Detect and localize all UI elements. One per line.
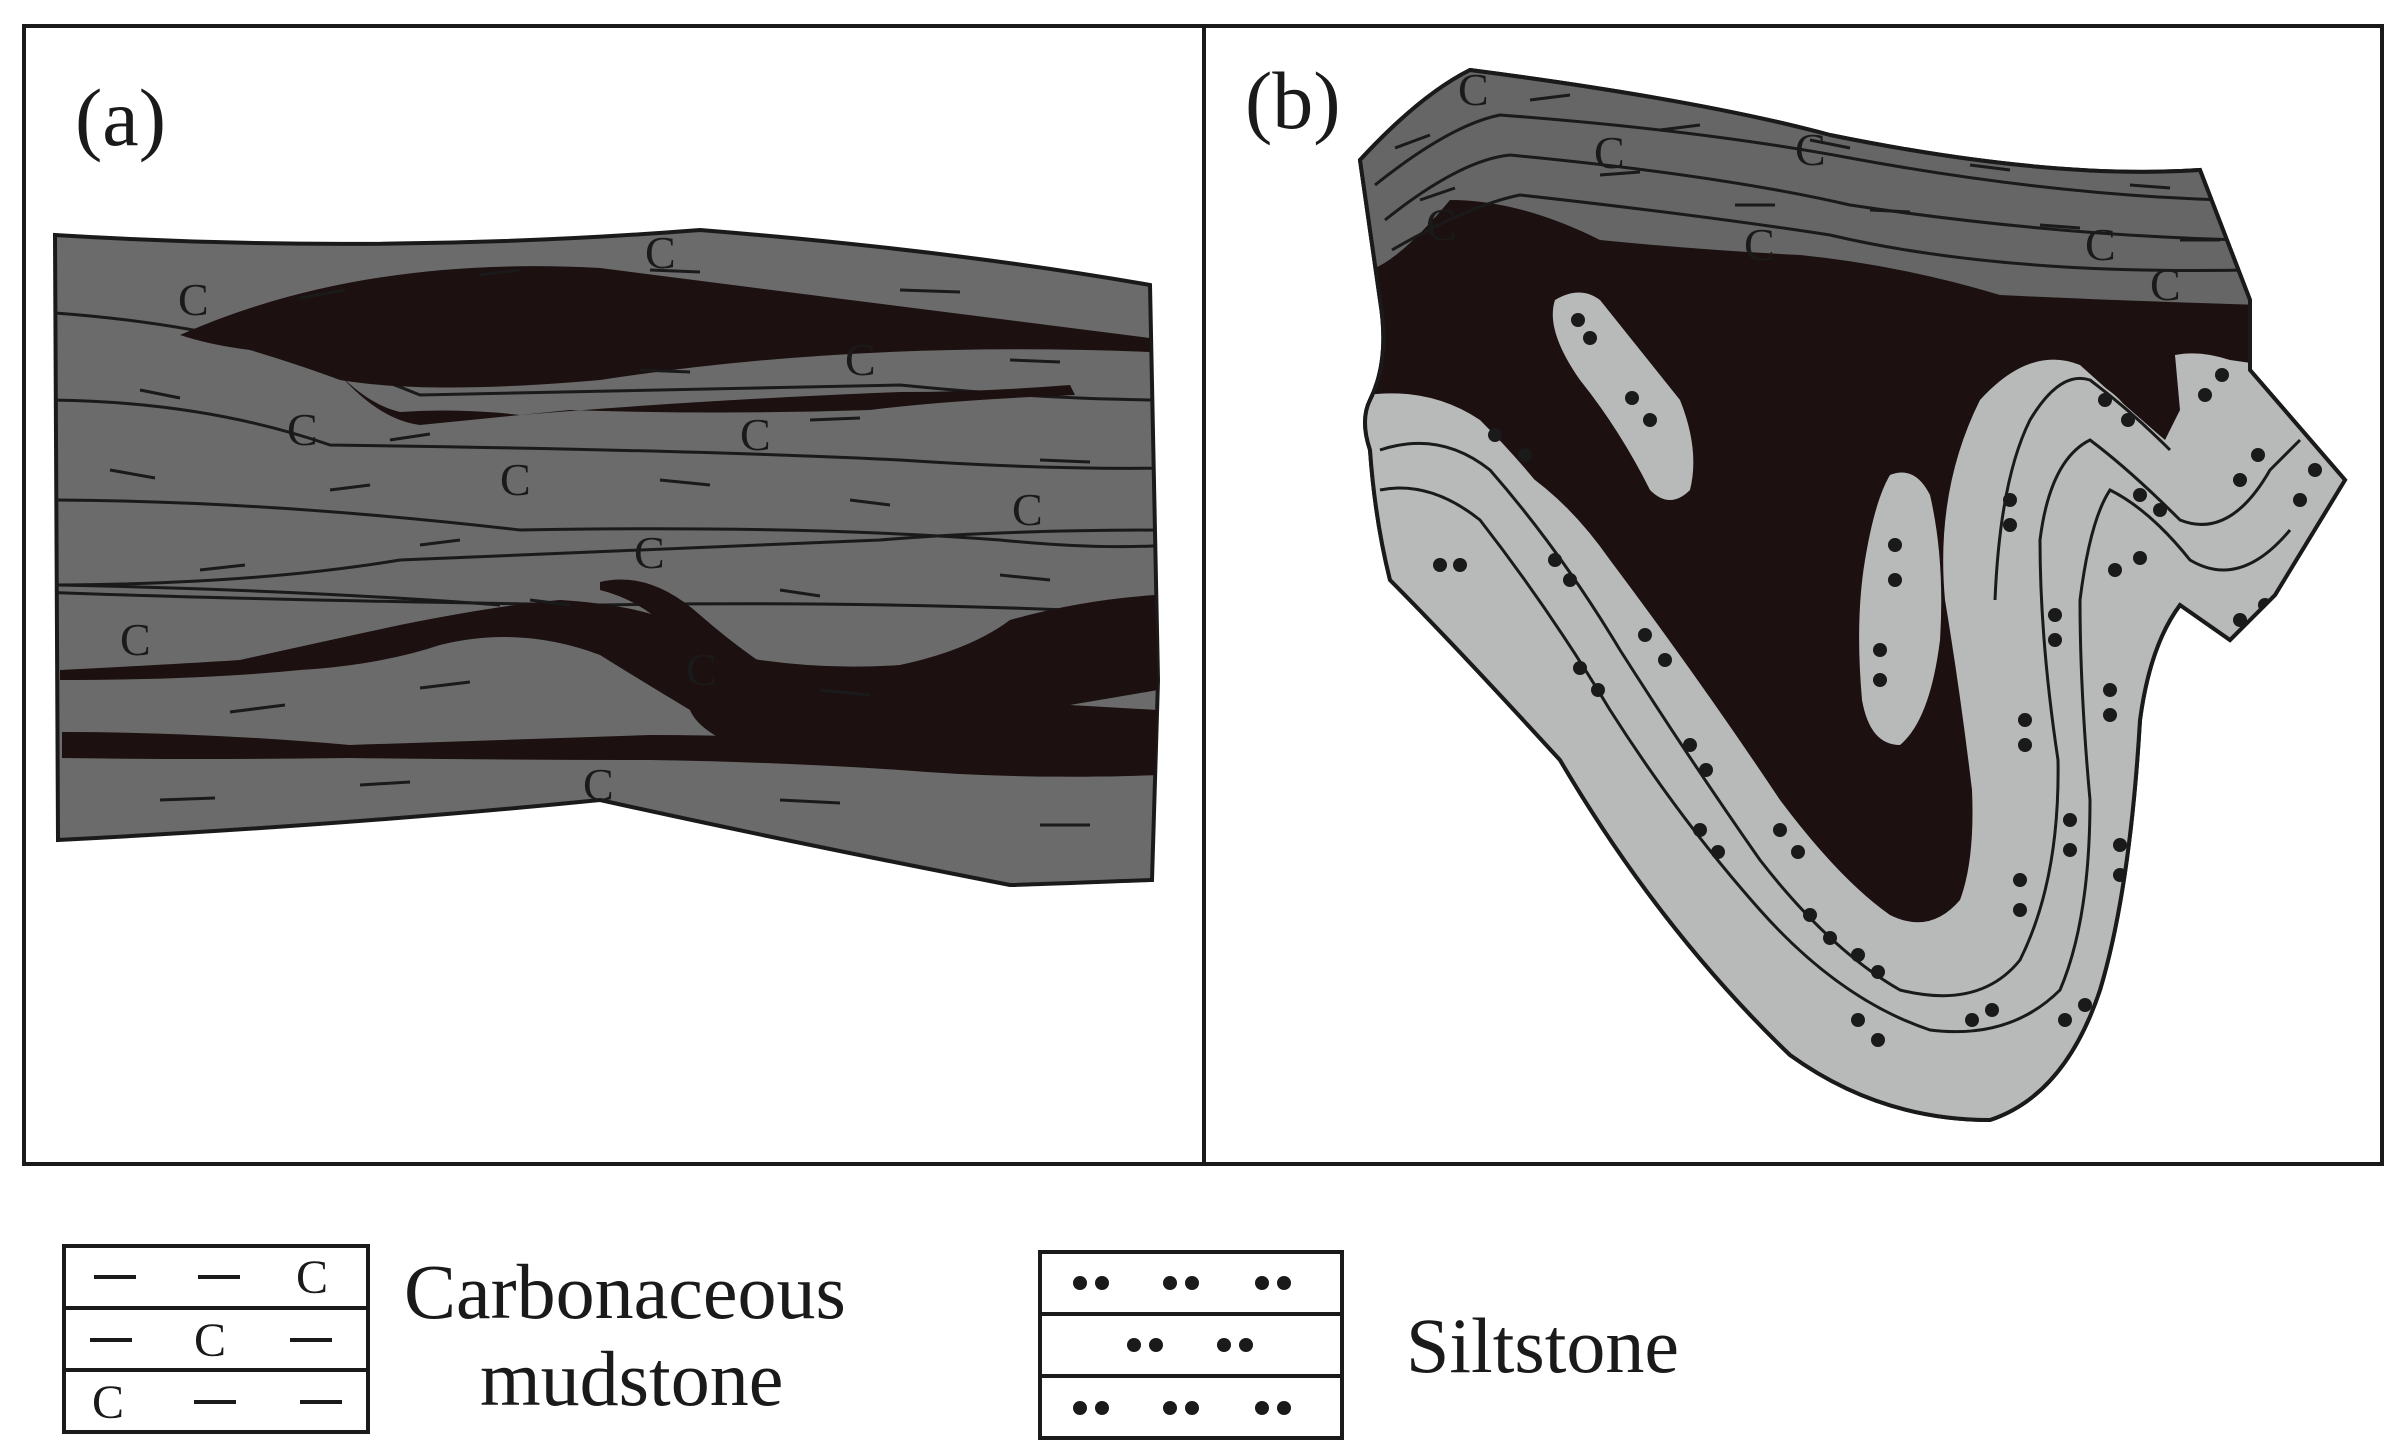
legend-carbon-symbol: C [92,1376,124,1429]
panel-a-carbon-symbols: C C C C C C C C C C C [120,227,1043,810]
legend-carbonaceous-mudstone-label-line1: Carbonaceous [404,1248,846,1335]
carbon-symbol: C [740,409,771,460]
carbon-symbol: C [500,454,531,505]
carbon-symbol: C [2150,259,2181,310]
panel-a-section: C C C C C C C C C C C [52,227,1161,888]
legend: C C C Carbonaceous mudstone Siltstone [62,1244,1679,1440]
legend-carbonaceous-mudstone-swatch: C C C [62,1244,370,1434]
panel-b-frame [1202,24,2384,1166]
carbon-symbol: C [287,404,318,455]
carbon-symbol: C [1426,199,1457,250]
carbon-symbol: C [1458,64,1489,115]
panel-a-coal-lenses [60,266,1158,777]
carbon-symbol: C [845,334,876,385]
legend-carbon-symbol: C [296,1251,328,1304]
legend-siltstone-label: Siltstone [1406,1302,1679,1389]
panel-b-siltstone-dots [1433,313,2322,1047]
panel-b-section: C C C C C C C [1357,64,2348,1123]
carbon-symbol: C [645,227,676,278]
legend-siltstone-swatch [1038,1250,1344,1440]
legend-carbonaceous-mudstone-label-line2: mudstone [480,1335,783,1422]
carbon-symbol: C [1744,219,1775,270]
panel-a-label: (a) [75,72,166,163]
carbon-symbol: C [178,274,209,325]
legend-carbon-symbol: C [194,1314,226,1367]
panel-b-carbon-symbols: C C C C C C C [1426,64,2181,310]
panel-a-dash-marks [109,268,1091,827]
panel-b-label: (b) [1245,55,1341,146]
panel-b-siltstone-fold [1360,353,2345,1120]
carbon-symbol: C [634,527,665,578]
carbon-symbol: C [1594,127,1625,178]
carbon-symbol: C [1012,484,1043,535]
carbon-symbol: C [2085,219,2116,270]
carbon-symbol: C [120,614,151,665]
carbon-symbol: C [686,644,717,695]
